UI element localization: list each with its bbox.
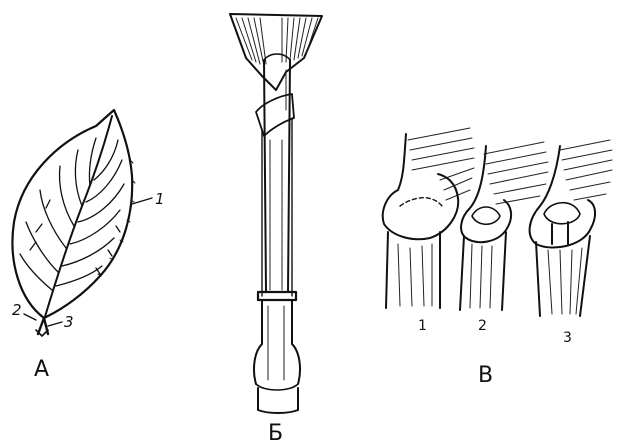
callout-2: 2 xyxy=(12,301,22,319)
callout-1: 1 xyxy=(155,190,165,208)
panel-b-label: Б xyxy=(268,421,283,446)
leaf-blade xyxy=(12,110,132,318)
leaf-base-fan xyxy=(230,14,322,90)
detail-3-number: 3 xyxy=(563,330,572,346)
panel-a-label: А xyxy=(34,357,49,382)
callout-3: 3 xyxy=(64,313,74,331)
detail-2-number: 2 xyxy=(478,318,487,334)
callout-1-leader xyxy=(132,198,152,204)
stem-node xyxy=(258,292,296,300)
leaf-midrib xyxy=(44,116,112,320)
panel-c-details: 1 2 3 В xyxy=(383,128,612,388)
callout-3-leader xyxy=(48,322,62,326)
detail-2: 2 xyxy=(460,142,548,334)
panel-c-label: В xyxy=(478,363,493,388)
panel-b-stem: Б xyxy=(230,14,322,446)
callout-2-leader xyxy=(24,314,36,320)
detail-3: 3 xyxy=(530,140,612,346)
panel-a-leaf: 1 2 3 А xyxy=(12,110,165,382)
detail-1-number: 1 xyxy=(418,318,427,334)
